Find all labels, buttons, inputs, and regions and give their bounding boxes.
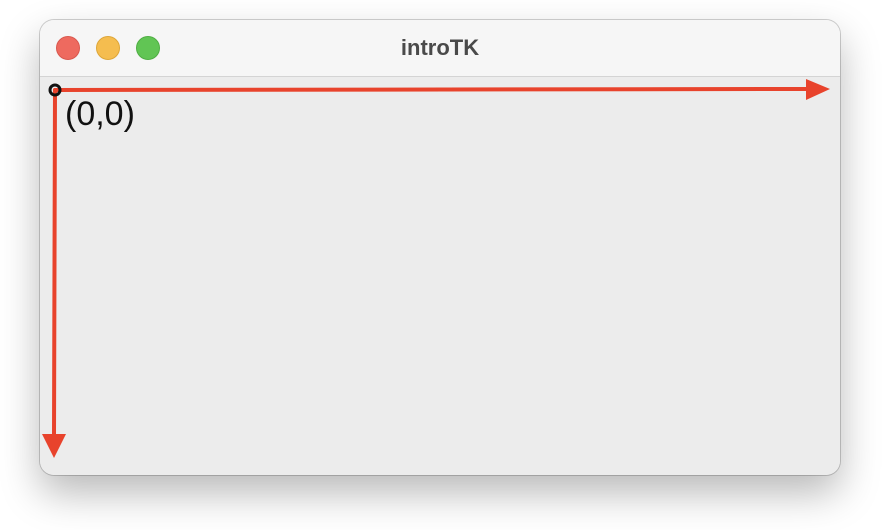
y-axis-arrow	[42, 88, 66, 458]
minimize-button[interactable]	[96, 36, 120, 60]
title-bar[interactable]: introTK	[40, 20, 840, 77]
app-window: introTK	[40, 20, 840, 475]
close-button[interactable]	[56, 36, 80, 60]
canvas-area[interactable]	[40, 77, 840, 475]
zoom-button[interactable]	[136, 36, 160, 60]
window-title: introTK	[400, 35, 480, 60]
origin-marker	[48, 83, 62, 97]
origin-label: (0,0)	[65, 95, 135, 133]
x-axis-arrow	[53, 79, 830, 100]
